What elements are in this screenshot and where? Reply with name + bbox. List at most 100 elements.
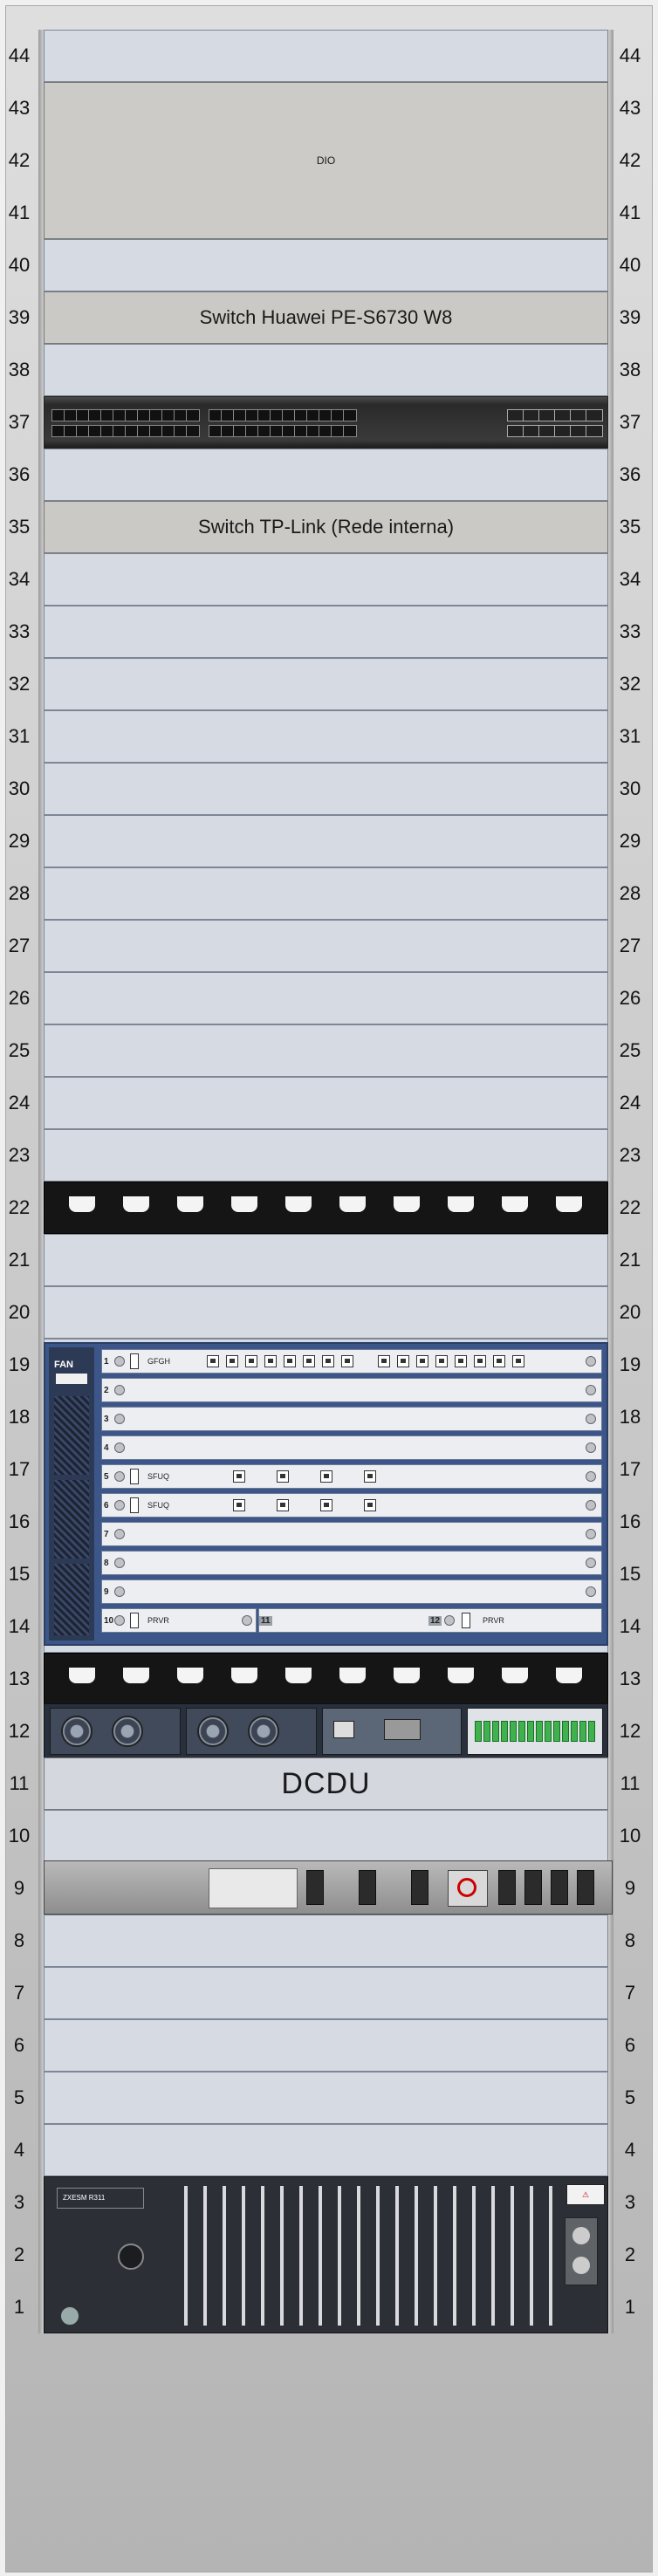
rack-slot[interactable] — [44, 1129, 608, 1182]
card-handle[interactable] — [130, 1497, 139, 1513]
psu-module-1[interactable] — [50, 1708, 181, 1755]
card-slot-3[interactable]: 3 — [101, 1407, 602, 1431]
card-slot-4[interactable]: 4 — [101, 1435, 602, 1460]
power-supply-unit[interactable] — [44, 1703, 608, 1759]
rack-slot[interactable] — [44, 1915, 608, 1967]
sfp-port[interactable] — [554, 409, 572, 421]
circuit-breaker[interactable] — [551, 1870, 568, 1905]
rack-slot[interactable] — [44, 920, 608, 972]
card-port[interactable] — [264, 1355, 277, 1367]
rack-slot[interactable] — [44, 606, 608, 658]
psu-control-module[interactable] — [322, 1708, 462, 1755]
card-port[interactable] — [341, 1355, 353, 1367]
dc-distribution-panel[interactable] — [44, 1860, 613, 1915]
rack-slot[interactable] — [44, 344, 608, 396]
rack-slot[interactable] — [44, 553, 608, 606]
terminal[interactable] — [510, 1721, 517, 1742]
circuit-breaker[interactable] — [498, 1870, 516, 1905]
terminal[interactable] — [518, 1721, 525, 1742]
sfp-port[interactable] — [538, 409, 556, 421]
switch-port[interactable] — [186, 409, 200, 421]
sfp-port[interactable] — [507, 425, 524, 437]
card-port[interactable] — [277, 1499, 289, 1511]
card-slot-2[interactable]: 2 — [101, 1378, 602, 1402]
rack-slot[interactable] — [44, 815, 608, 867]
sfp-port[interactable] — [570, 425, 587, 437]
rack-slot[interactable] — [44, 1024, 608, 1077]
fan-handle[interactable] — [56, 1374, 87, 1384]
card-port[interactable] — [512, 1355, 524, 1367]
card-port[interactable] — [277, 1470, 289, 1483]
card-port[interactable] — [397, 1355, 409, 1367]
sfp-port[interactable] — [507, 409, 524, 421]
card-handle[interactable] — [130, 1469, 139, 1484]
circuit-breaker[interactable] — [359, 1870, 376, 1905]
terminal[interactable] — [492, 1721, 499, 1742]
card-port[interactable] — [435, 1355, 448, 1367]
terminal[interactable] — [536, 1721, 543, 1742]
rack-slot[interactable] — [44, 1967, 608, 2019]
dio-panel[interactable]: DIO — [44, 82, 608, 239]
psu-module-2[interactable] — [186, 1708, 317, 1755]
rack-slot[interactable] — [44, 972, 608, 1024]
card-port[interactable] — [493, 1355, 505, 1367]
sfp-port[interactable] — [538, 425, 556, 437]
terminal[interactable] — [562, 1721, 569, 1742]
terminal[interactable] — [588, 1721, 595, 1742]
card-port[interactable] — [320, 1470, 332, 1483]
card-port[interactable] — [226, 1355, 238, 1367]
circuit-breaker[interactable] — [411, 1870, 428, 1905]
rack-slot[interactable] — [44, 1810, 608, 1862]
card-handle[interactable] — [130, 1613, 139, 1628]
card-handle[interactable] — [462, 1613, 470, 1628]
rack-slot[interactable] — [44, 1234, 608, 1286]
rack-slot[interactable] — [44, 2072, 608, 2124]
card-port[interactable] — [416, 1355, 428, 1367]
terminal[interactable] — [475, 1721, 482, 1742]
sfp-port[interactable] — [586, 425, 603, 437]
sfp-port[interactable] — [523, 425, 540, 437]
terminal[interactable] — [553, 1721, 560, 1742]
power-outlet[interactable] — [565, 2217, 598, 2285]
switch-port[interactable] — [186, 425, 200, 437]
switch-huawei-label-panel[interactable]: Switch Huawei PE-S6730 W8 — [44, 291, 608, 344]
rack-slot[interactable] — [44, 449, 608, 501]
rack-slot[interactable] — [44, 30, 608, 82]
rack-slot[interactable] — [44, 658, 608, 710]
card-port[interactable] — [207, 1355, 219, 1367]
fan-bay[interactable]: FAN — [49, 1347, 94, 1641]
switch-tplink-label-panel[interactable]: Switch TP-Link (Rede interna) — [44, 501, 608, 553]
card-slot-8[interactable]: 8 — [101, 1551, 602, 1575]
card-port[interactable] — [322, 1355, 334, 1367]
rack-slot[interactable] — [44, 2124, 608, 2176]
card-port[interactable] — [233, 1470, 245, 1483]
card-slot-7[interactable]: 7 — [101, 1522, 602, 1546]
sfp-port[interactable] — [570, 409, 587, 421]
card-port[interactable] — [320, 1499, 332, 1511]
terminal[interactable] — [501, 1721, 508, 1742]
rack-slot[interactable] — [44, 239, 608, 291]
rack-slot[interactable] — [44, 1286, 608, 1339]
card-port[interactable] — [303, 1355, 315, 1367]
terminal-block[interactable] — [467, 1708, 603, 1755]
sfp-port[interactable] — [523, 409, 540, 421]
card-port[interactable] — [455, 1355, 467, 1367]
card-port[interactable] — [474, 1355, 486, 1367]
terminal[interactable] — [483, 1721, 490, 1742]
card-slot-9[interactable]: 9 — [101, 1579, 602, 1604]
switch-port[interactable] — [343, 409, 357, 421]
card-port[interactable] — [364, 1499, 376, 1511]
card-port[interactable] — [378, 1355, 390, 1367]
terminal[interactable] — [579, 1721, 586, 1742]
rack-slot[interactable] — [44, 2019, 608, 2072]
rack-slot[interactable] — [44, 710, 608, 763]
card-handle[interactable] — [130, 1353, 139, 1369]
sfp-port[interactable] — [586, 409, 603, 421]
battery-unit[interactable]: ZXESM R311 ⚠ — [44, 2176, 608, 2333]
